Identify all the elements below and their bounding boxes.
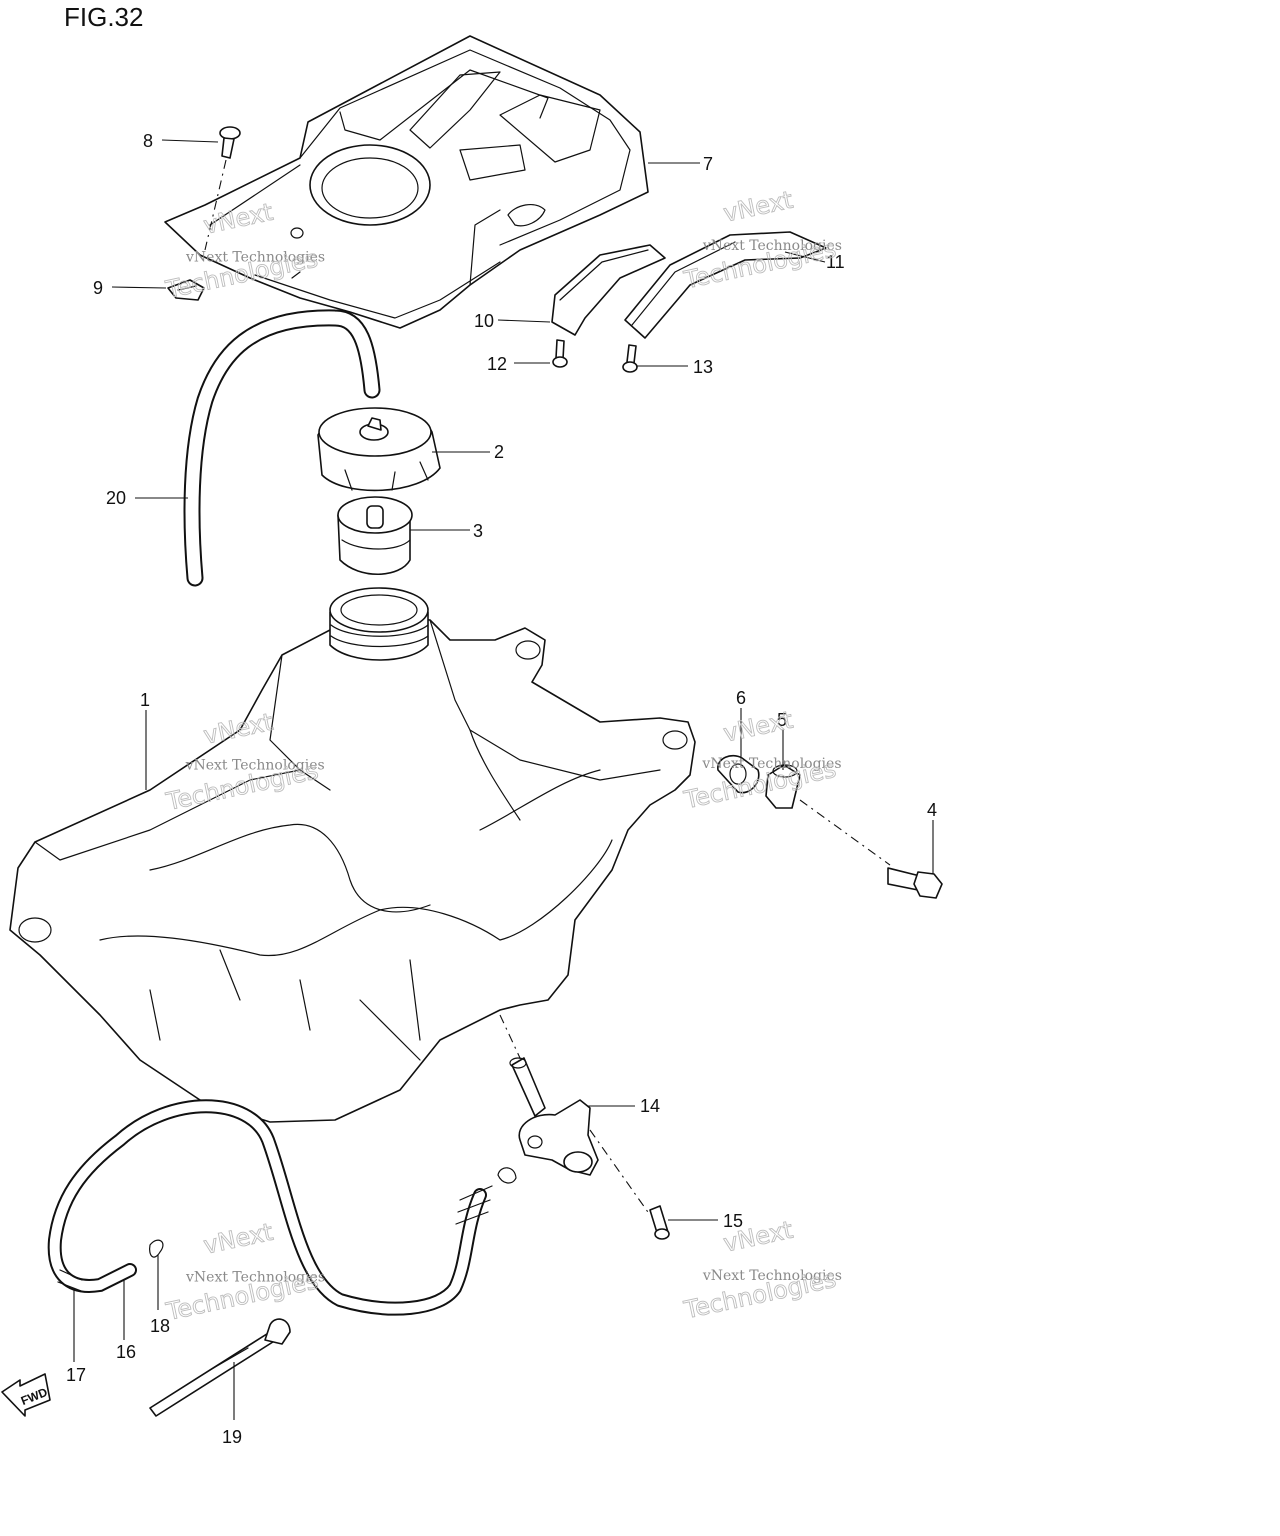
fuel-cap-part-2 (317, 407, 441, 492)
fuel-cock-part-14 (509, 1057, 599, 1176)
part-label-16: 16 (116, 1342, 136, 1362)
part-label-17: 17 (66, 1365, 86, 1385)
part-label-4: 4 (927, 800, 937, 820)
forward-arrow-icon: FWD (1, 1373, 51, 1417)
part-label-2: 2 (494, 442, 504, 462)
watermark-line1: vNext (201, 1218, 275, 1260)
bolt-part-4 (887, 867, 943, 899)
rod-part-19 (149, 1318, 291, 1417)
clip-part-9 (167, 279, 205, 301)
tank-cover-part (164, 35, 649, 329)
part-label-3: 3 (473, 521, 483, 541)
watermark-line2: vNext Technologies (185, 758, 325, 774)
fuel-tank-part-1 (9, 587, 696, 1123)
watermark-line2: vNext Technologies (701, 756, 841, 772)
part-label-11: 11 (826, 252, 845, 272)
watermark-line2: vNext Technologies (702, 1268, 842, 1284)
part-number-labels: 1 2 3 4 5 6 7 8 9 10 11 12 13 14 15 16 1… (66, 131, 937, 1447)
watermark-line2: vNext Technologies (185, 250, 325, 266)
part-label-15: 15 (723, 1211, 743, 1231)
part-label-18: 18 (150, 1316, 170, 1336)
assembly-line (589, 1129, 651, 1216)
part-label-6: 6 (736, 688, 746, 708)
hose-clip (497, 1167, 517, 1184)
leader-lines (73, 139, 934, 1420)
watermark-bottom-right: vNext vNext Technologies Technologies (680, 1215, 842, 1325)
part-label-5: 5 (777, 710, 787, 730)
watermark-line2: vNext Technologies (185, 1270, 325, 1286)
hose-clip-part-18 (149, 1239, 164, 1258)
watermark-line2: vNext Technologies (702, 238, 842, 254)
part-label-8: 8 (143, 131, 153, 151)
screw-part-8 (219, 126, 241, 159)
part-label-9: 9 (93, 278, 103, 298)
assembly-line (204, 159, 227, 251)
bracket-part-10 (551, 244, 666, 336)
watermark-line1: vNext (721, 186, 795, 228)
screw-part-13 (622, 344, 638, 373)
assembly-line (499, 1014, 521, 1059)
screw-part-12 (552, 339, 568, 368)
screw-part-15 (649, 1205, 670, 1240)
watermark-line1: vNext (721, 706, 795, 748)
watermark-mid-right: vNext vNext Technologies Technologies (680, 705, 841, 815)
part-label-20: 20 (106, 488, 126, 508)
part-label-19: 19 (222, 1427, 242, 1447)
collar-part-5 (765, 764, 801, 809)
rubber-grommet-part-6 (717, 754, 760, 794)
part-label-14: 14 (640, 1096, 660, 1116)
bracket-part-11 (624, 231, 827, 339)
figure-title: FIG.32 (64, 2, 143, 32)
cap-gasket-part-3 (337, 496, 413, 576)
part-label-7: 7 (703, 154, 713, 174)
part-label-1: 1 (140, 690, 150, 710)
part-label-10: 10 (474, 311, 494, 331)
hose-spring (57, 1185, 493, 1293)
part-label-13: 13 (693, 357, 713, 377)
assembly-line (799, 799, 891, 866)
part-label-12: 12 (487, 354, 507, 374)
